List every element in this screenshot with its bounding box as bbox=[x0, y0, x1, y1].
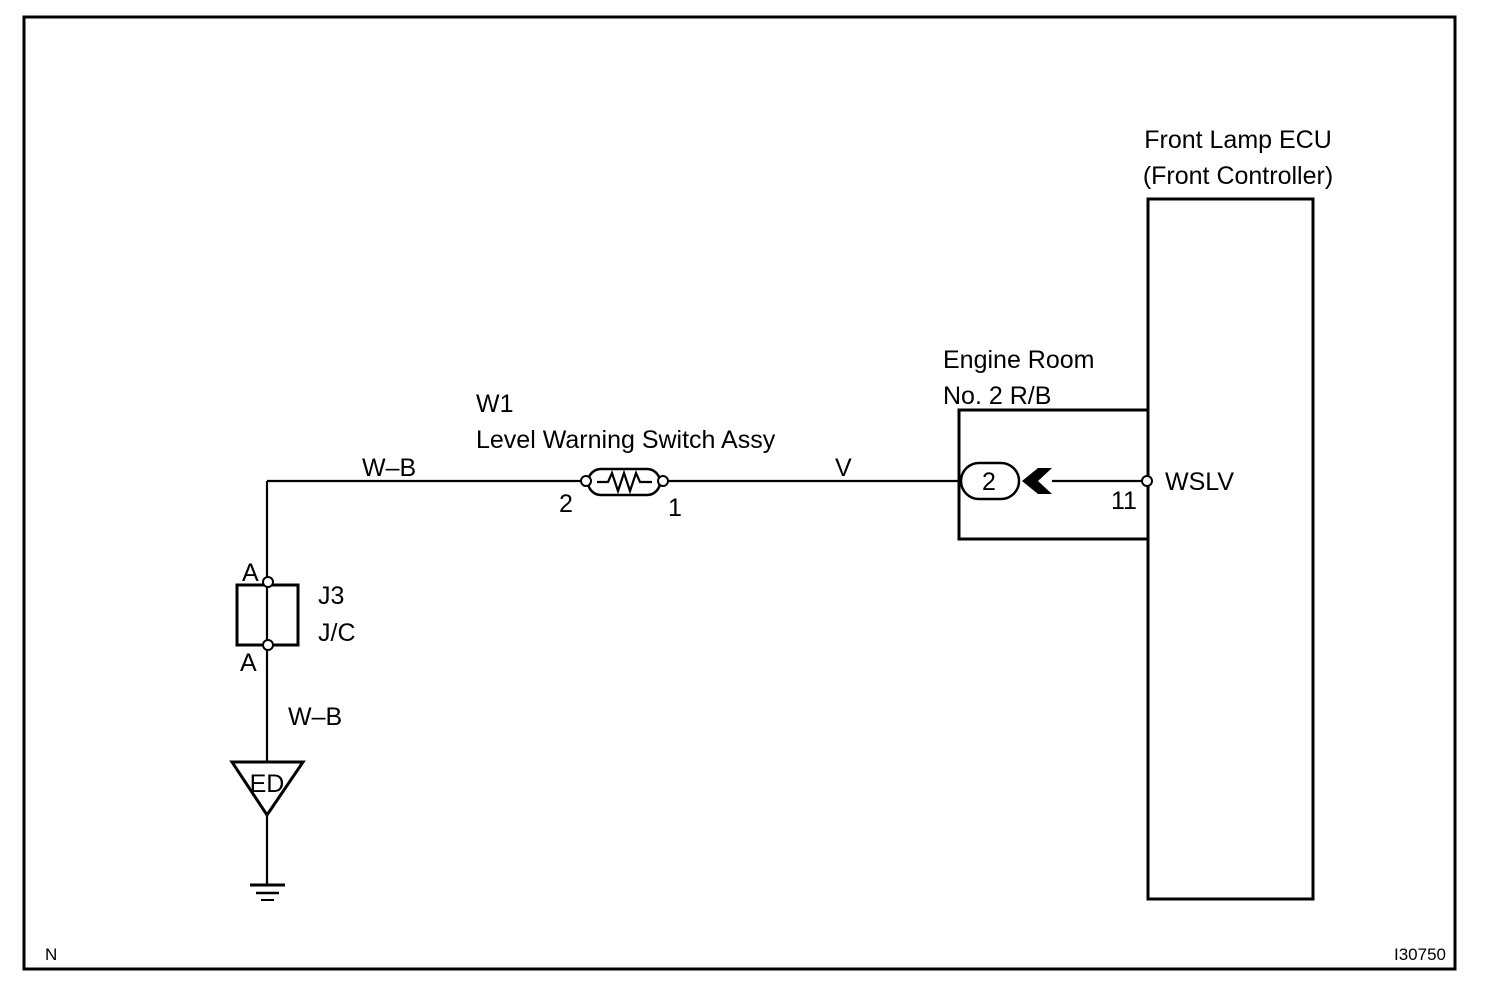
relay-block-name-line2: No. 2 R/B bbox=[943, 382, 1051, 410]
switch-pin-right: 1 bbox=[668, 494, 682, 522]
junction-pin-bottom: A bbox=[240, 649, 257, 677]
switch-code: W1 bbox=[476, 390, 514, 418]
relay-block-name-line1: Engine Room bbox=[943, 346, 1094, 374]
switch-name: Level Warning Switch Assy bbox=[476, 426, 776, 454]
wire-label-top: W–B bbox=[362, 454, 416, 482]
junction-pin-bottom-terminal bbox=[262, 639, 274, 651]
front-lamp-ecu-box bbox=[1146, 197, 1315, 901]
resistor-icon bbox=[597, 469, 652, 495]
junction-name: J/C bbox=[318, 619, 356, 647]
ground-point-label: ED bbox=[250, 770, 285, 798]
ecu-name-line1: Front Lamp ECU bbox=[1144, 126, 1332, 154]
connector-2-shape bbox=[959, 461, 1021, 501]
ecu-name-line2: (Front Controller) bbox=[1143, 162, 1333, 190]
wire-label-middle: V bbox=[835, 454, 852, 482]
figure-id: I30750 bbox=[1394, 945, 1446, 964]
connector-2-label: 2 bbox=[982, 468, 996, 496]
ecu-pin-number: 11 bbox=[1111, 487, 1137, 515]
diagram-frame bbox=[22, 15, 1457, 971]
ground-point-triangle bbox=[229, 760, 306, 818]
switch-pin-left: 2 bbox=[559, 490, 573, 518]
junction-pin-top: A bbox=[242, 559, 259, 587]
ecu-pin-terminal bbox=[1141, 475, 1153, 487]
switch-pin-2-terminal bbox=[580, 475, 592, 487]
ground-icon bbox=[250, 883, 285, 901]
junction-pin-top-terminal bbox=[262, 576, 274, 588]
switch-pin-1-terminal bbox=[657, 475, 669, 487]
connector-arrow-icon bbox=[1022, 468, 1052, 494]
junction-code: J3 bbox=[318, 582, 344, 610]
ecu-pin-name: WSLV bbox=[1165, 468, 1234, 496]
wire-label-ground: W–B bbox=[288, 703, 342, 731]
corner-label: N bbox=[45, 945, 57, 964]
